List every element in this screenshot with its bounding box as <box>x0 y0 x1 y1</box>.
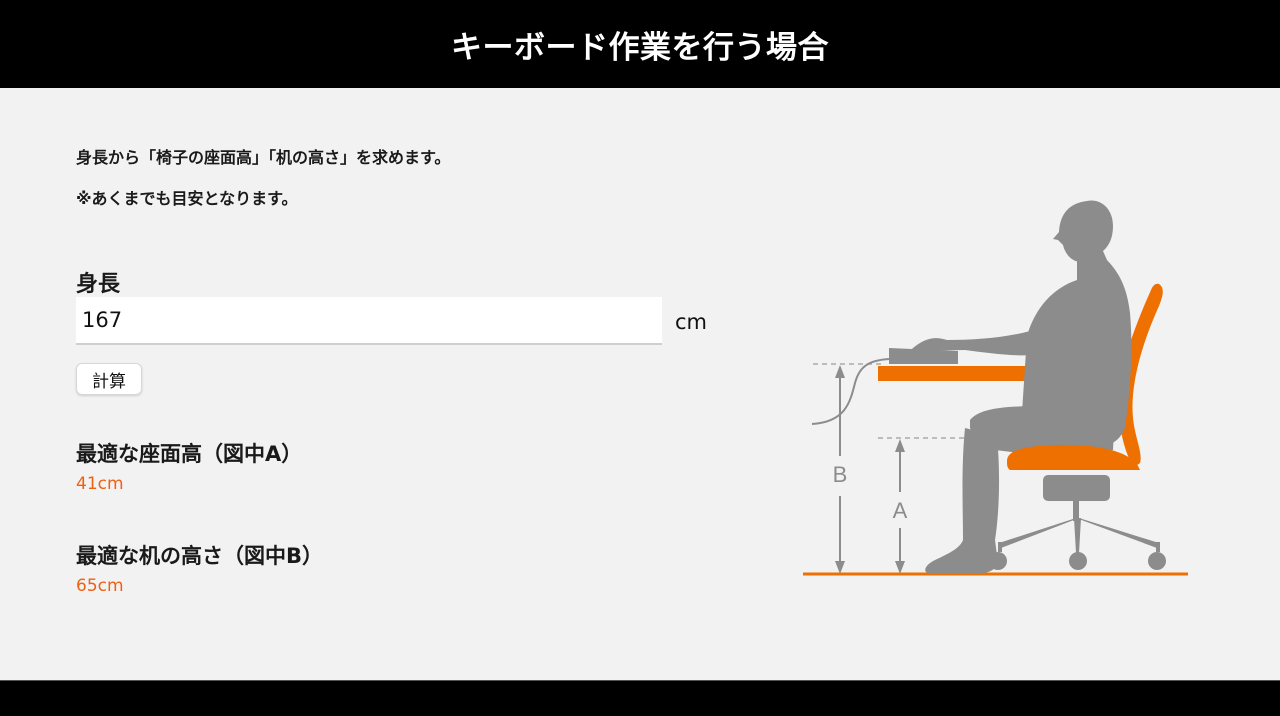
chair-caster-center <box>1069 552 1087 570</box>
seat-height-value: 41cm <box>76 474 124 494</box>
desk-top <box>878 366 1033 381</box>
intro-note: ※あくまでも目安となります。 <box>76 189 298 208</box>
chair-backrest <box>1118 283 1163 466</box>
posture-diagram: B A <box>803 200 1188 576</box>
keyboard-cable <box>811 358 891 425</box>
dimension-b-label: B <box>833 462 848 487</box>
chair-seat <box>1007 444 1140 470</box>
chair-base <box>998 518 1160 553</box>
desk-height-title: 最適な机の高さ（図中B） <box>76 544 324 568</box>
intro-text: 身長から「椅子の座面高」「机の高さ」を求めます。 ※あくまでも目安となります。 <box>76 148 450 209</box>
desk-height-result: 最適な机の高さ（図中B） 65cm <box>76 540 323 596</box>
keyboard <box>889 348 958 364</box>
person-figure <box>910 200 1132 574</box>
chair-caster-right <box>1148 552 1166 570</box>
main-content: 身長から「椅子の座面高」「机の高さ」を求めます。 ※あくまでも目安となります。 … <box>0 88 1280 680</box>
calculate-button[interactable]: 計算 <box>76 363 142 395</box>
chair-column <box>1073 501 1079 521</box>
seat-height-result: 最適な座面高（図中A） 41cm <box>76 438 302 494</box>
page-title: キーボード作業を行う場合 <box>451 29 829 66</box>
desk-height-value: 65cm <box>76 576 124 596</box>
height-label: 身長 <box>76 272 121 297</box>
height-input[interactable] <box>76 297 662 345</box>
chair-caster-left <box>989 552 1007 570</box>
intro-description: 身長から「椅子の座面高」「机の高さ」を求めます。 <box>76 148 451 167</box>
dimension-b: B <box>833 365 848 574</box>
seat-height-title: 最適な座面高（図中A） <box>76 442 303 466</box>
page-footer <box>0 680 1280 716</box>
dimension-a-label: A <box>893 498 908 523</box>
dimension-a: A <box>893 439 908 574</box>
page-header: キーボード作業を行う場合 <box>0 0 1280 88</box>
height-unit-label: cm <box>675 310 708 334</box>
chair-mechanism <box>1043 475 1110 501</box>
